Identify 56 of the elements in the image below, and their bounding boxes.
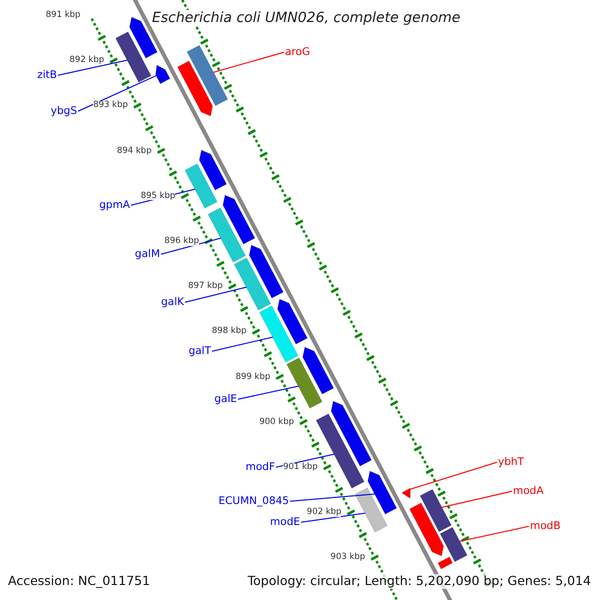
gene-label: galT [188,346,211,356]
gene-bar [402,488,411,499]
gene-label: ybhT [498,457,524,468]
position-label: 900 kbp [259,418,294,426]
gene-bar [259,306,298,363]
gene-label: modF [246,462,275,472]
leader-line [58,60,128,76]
gene-bar [186,45,228,106]
gene-bar [440,527,468,562]
gene-bar [368,470,397,514]
leader-line [459,526,530,542]
footer-text: Topology: circular; Length: 5,202,090 bp; Genes: 5,014 [248,574,591,588]
gene-label: modA [513,486,544,496]
gene-label: aroG [285,47,310,58]
gene-label: galK [161,297,184,308]
leader-line [290,494,376,502]
position-label: 897 kbp [188,282,223,291]
gene-label: ECUMN_0845 [218,496,289,506]
position-label: 893 kbp [93,101,128,110]
leader-line [212,52,284,73]
position-label: 892 kbp [70,56,104,65]
leader-line [300,512,366,523]
leader-line [212,336,274,352]
gene-bar [354,488,388,533]
gene-bar [316,414,364,489]
gene-label: gpmA [99,200,130,210]
gene-label: ybgS [50,106,77,116]
leader-line [78,75,157,112]
gene-bar [115,32,152,83]
position-label: 901 kbp [283,463,318,472]
gene-bar [208,208,246,263]
gene-bar [184,164,218,209]
position-label: 898 kbp [212,327,247,336]
position-label: 895 kbp [140,192,176,200]
gene-bar [420,489,452,532]
gene-bar [286,358,322,409]
position-label: 903 kbp [330,553,366,562]
position-label: 894 kbp [116,146,152,156]
gene-label: galM [134,249,160,260]
gene-bar [234,258,272,311]
gene-label: modB [530,521,561,532]
gene-bar [155,64,170,84]
diagram-title: Escherichia coli UMN026, complete genome [150,10,462,26]
leader-line [160,238,222,255]
gene-label: galE [214,394,237,404]
position-label: 902 kbp [306,508,342,517]
footer-text: Accession: NC_011751 [8,574,150,588]
gene-label: zitB [37,70,57,80]
position-label: 896 kbp [164,237,200,246]
gene-label: modE [270,517,300,528]
leader-line [410,462,498,490]
position-label: 899 kbp [236,372,270,382]
position-label: 891 kbp [46,11,80,20]
leader-line [184,286,248,303]
leader-line [441,490,512,508]
leader-line [238,386,300,400]
